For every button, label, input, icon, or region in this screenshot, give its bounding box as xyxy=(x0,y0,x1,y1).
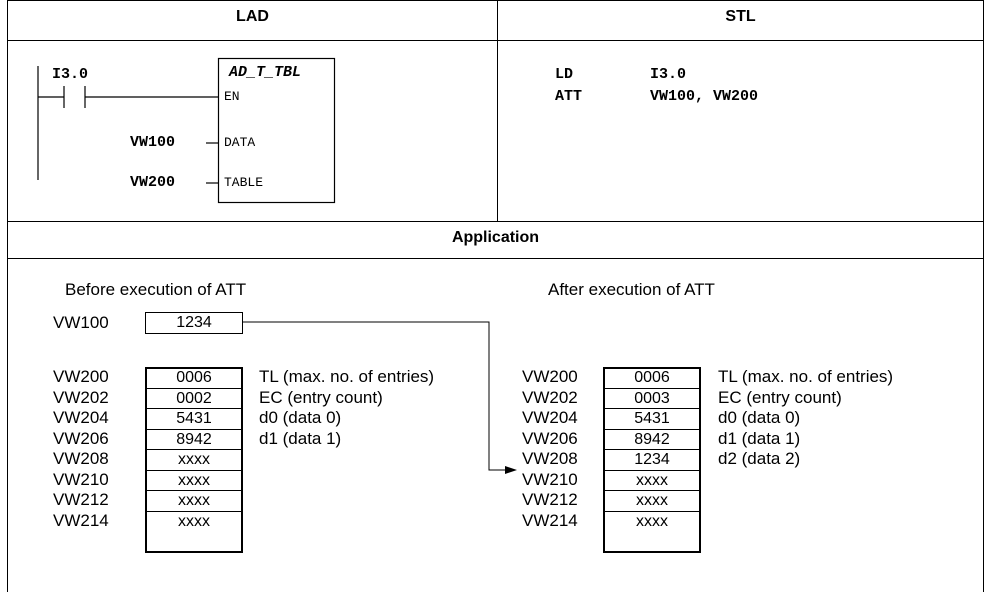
pin-table: TABLE xyxy=(224,175,264,190)
before-address-0: VW200 xyxy=(53,367,109,386)
before-address-3: VW206 xyxy=(53,428,109,448)
before-description-1: EC (entry count) xyxy=(259,387,383,407)
ladder-wiring xyxy=(37,66,218,184)
input-value-box: 1234 xyxy=(145,312,243,334)
pin-data: DATA xyxy=(224,135,256,150)
stl-op-1: LD xyxy=(555,66,574,83)
after-address-2: VW204 xyxy=(522,408,578,427)
before-description-3: d1 (data 1) xyxy=(259,428,342,448)
before-value-4: xxxx xyxy=(147,450,241,471)
before-address-1: VW202 xyxy=(53,387,109,407)
before-address-5: VW210 xyxy=(53,469,109,489)
before-description-0: TL (max. no. of entries) xyxy=(259,367,435,386)
stl-arg-1: I3.0 xyxy=(650,66,687,83)
stl-arg-2: VW100, VW200 xyxy=(650,88,759,105)
after-description-0: TL (max. no. of entries) xyxy=(718,367,894,386)
pin-en: EN xyxy=(224,89,240,104)
after-description-2: d0 (data 0) xyxy=(718,408,801,427)
before-description-2: d0 (data 0) xyxy=(259,408,342,427)
after-value-0: 0006 xyxy=(605,368,699,389)
after-value-5: xxxx xyxy=(605,471,699,491)
before-address-7: VW214 xyxy=(53,510,109,530)
before-value-3: 8942 xyxy=(147,430,241,450)
input-address: VW100 xyxy=(53,313,109,332)
box-title: AD_T_TBL xyxy=(229,64,302,81)
before-value-7: xxxx xyxy=(178,512,210,530)
contact-label: I3.0 xyxy=(52,66,89,83)
transfer-arrow xyxy=(243,321,508,471)
before-address-2: VW204 xyxy=(53,408,109,427)
after-address-0: VW200 xyxy=(522,367,578,386)
before-title: Before execution of ATT xyxy=(65,280,247,299)
application-header: Application xyxy=(451,229,540,246)
stl-op-2: ATT xyxy=(555,88,583,105)
table-operand: VW200 xyxy=(130,174,176,191)
stl-header: STL xyxy=(725,8,756,25)
after-address-7: VW214 xyxy=(522,510,578,530)
lad-header: LAD xyxy=(236,8,269,25)
after-description-4: d2 (data 2) xyxy=(718,449,801,468)
after-value-2: 5431 xyxy=(605,409,699,430)
before-value-0: 0006 xyxy=(147,368,241,389)
before-address-4: VW208 xyxy=(53,449,109,468)
after-description-3: d1 (data 1) xyxy=(718,428,801,448)
after-value-7: xxxx xyxy=(636,512,668,530)
after-title: After execution of ATT xyxy=(548,280,715,299)
after-address-1: VW202 xyxy=(522,387,578,407)
after-address-3: VW206 xyxy=(522,428,578,448)
after-value-4: 1234 xyxy=(605,450,699,471)
after-value-1: 0003 xyxy=(605,389,699,409)
function-box xyxy=(217,57,336,204)
before-value-1: 0002 xyxy=(147,389,241,409)
before-value-6: xxxx xyxy=(147,491,241,512)
before-value-5: xxxx xyxy=(147,471,241,491)
after-address-4: VW208 xyxy=(522,449,578,468)
before-address-6: VW212 xyxy=(53,490,109,509)
data-operand: VW100 xyxy=(130,134,176,151)
after-value-6: xxxx xyxy=(605,491,699,512)
after-value-3: 8942 xyxy=(605,430,699,450)
arrow-head-icon xyxy=(505,466,517,474)
after-address-6: VW212 xyxy=(522,490,578,509)
after-address-5: VW210 xyxy=(522,469,578,489)
before-value-2: 5431 xyxy=(147,409,241,430)
after-description-1: EC (entry count) xyxy=(718,387,842,407)
